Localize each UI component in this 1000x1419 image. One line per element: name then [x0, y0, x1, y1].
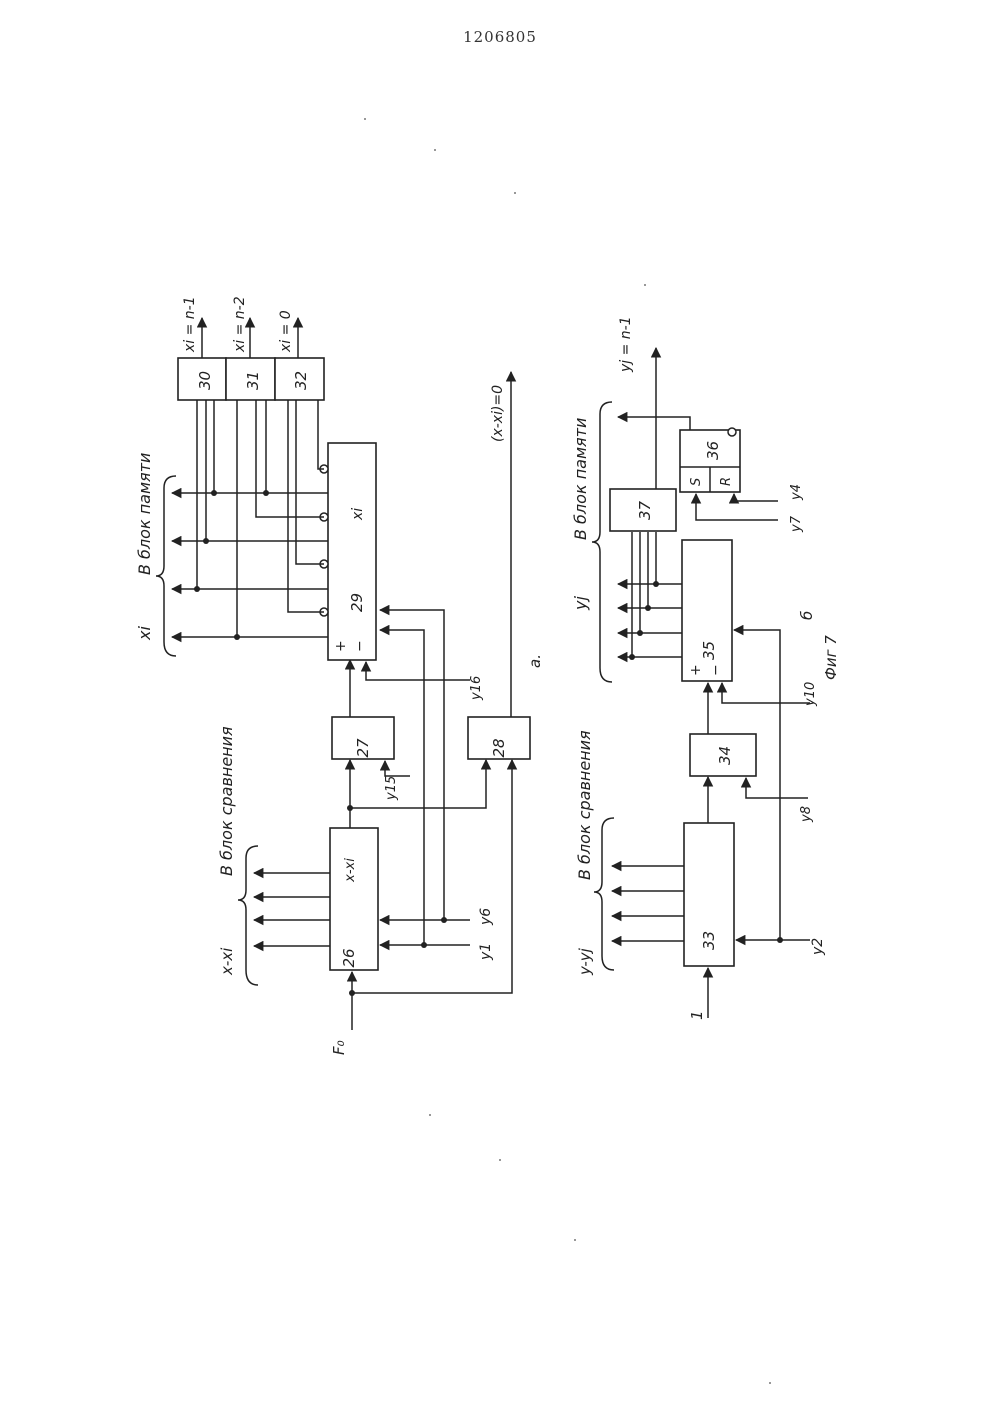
block-35-minus: − [708, 664, 724, 676]
y4-line [734, 494, 778, 501]
to-compare-label-b: В блок сравнения [575, 730, 594, 880]
brace-compare-a [238, 846, 258, 985]
block-33-number: 33 [700, 931, 718, 950]
bus-memory-label-a: xi [135, 626, 154, 641]
y8-label: y8 [799, 806, 814, 823]
block-29-number: 29 [348, 593, 366, 612]
out-32-label: xi = 0 [278, 310, 294, 353]
to-memory-label-a: В блок памяти [135, 453, 154, 575]
block-27-number: 27 [354, 738, 372, 758]
out-31-label: xi = n-2 [232, 296, 248, 353]
label-a: а. [526, 654, 544, 668]
y15-line [385, 761, 410, 776]
y2-to-35 [734, 630, 780, 940]
v32-c [318, 400, 324, 469]
block-36-number: 36 [704, 441, 722, 460]
bus-compare-label-a: x-xi [218, 947, 236, 976]
block-37-number: 37 [636, 500, 654, 520]
y6-to-29 [380, 610, 444, 920]
to-memory-label-b: В блок памяти [571, 418, 590, 540]
y15-label: y15 [384, 776, 399, 801]
y2-label: y2 [810, 938, 826, 956]
diagram-a: 26 x-xi x-xi В блок сравнения F₀ y1 y6 [135, 296, 544, 1055]
to-compare-label-a: В блок сравнения [217, 726, 236, 876]
block-26-number: 26 [340, 948, 358, 967]
y4-label: y4 [789, 484, 804, 501]
block-29-plus: + [333, 640, 349, 652]
block-26-label: x-xi [343, 858, 358, 883]
block-29-minus: − [352, 640, 368, 652]
y7-label: y7 [789, 515, 804, 533]
brace-compare-b [594, 818, 614, 970]
out-30-label: xi = n-1 [182, 296, 198, 353]
out-28-label: (x-xi)=0 [490, 385, 506, 442]
block-30-number: 30 [196, 371, 214, 390]
bus-memory-label-b: yj [571, 596, 590, 611]
v32-b [296, 400, 324, 564]
diagram-b: 33 y-yj В блок сравнения 1 y2 34 y8 [571, 316, 840, 1020]
y6-label-a: y6 [478, 908, 494, 926]
y10-line [722, 683, 810, 703]
brace-memory-b [592, 402, 612, 682]
patent-number: 1206805 [0, 28, 1000, 46]
figure-label: Фиг 7 [822, 635, 840, 680]
y7-line [696, 494, 778, 520]
line-26-28 [350, 760, 486, 808]
block-34-number: 34 [716, 746, 734, 765]
y8-line [746, 778, 808, 798]
y16-label: y16 [469, 676, 484, 701]
block-35-plus: + [688, 664, 704, 676]
label-b: б [798, 611, 816, 620]
brace-memory-a [156, 476, 176, 656]
y16-line [366, 662, 470, 680]
input-1-label: 1 [688, 1010, 706, 1020]
block-29 [328, 443, 376, 660]
y1-label-a: y1 [478, 943, 494, 961]
block-31-number: 31 [244, 371, 262, 390]
out-36-line [618, 417, 690, 430]
out-37-label: yj = n-1 [618, 316, 634, 373]
f0-label: F₀ [330, 1040, 348, 1055]
block-36-r: R [719, 477, 734, 486]
y10-label: y10 [803, 682, 818, 707]
block-35-number: 35 [700, 641, 718, 660]
block-32-number: 32 [292, 371, 310, 390]
block-36-s: S [689, 478, 704, 486]
block-29-label: xi [350, 508, 366, 521]
block-28-number: 28 [490, 738, 508, 757]
bus-compare-label-b: y-yj [576, 947, 594, 976]
